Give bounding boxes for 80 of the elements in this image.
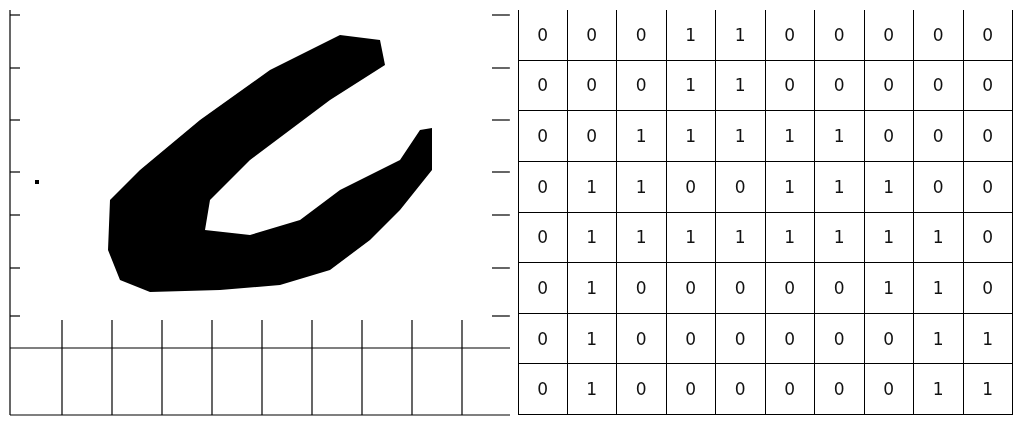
table-cell: 0 [815, 263, 865, 314]
table-cell: 0 [518, 212, 568, 264]
table-cell: 0 [963, 10, 1013, 61]
table-cell: 0 [963, 111, 1013, 162]
table-cell: 0 [914, 10, 964, 61]
table-cell: 0 [815, 60, 865, 112]
table-cell: 0 [864, 60, 914, 112]
table-cell: 1 [716, 212, 766, 264]
table-cell: 0 [765, 60, 815, 112]
table-cell: 1 [666, 111, 716, 162]
table-cell: 0 [716, 161, 766, 213]
table-cell: 1 [716, 60, 766, 112]
table-cell: 0 [518, 60, 568, 112]
table-cell: 0 [716, 313, 766, 365]
table-cell: 1 [567, 161, 617, 213]
table-cell: 1 [914, 364, 964, 415]
table-cell: 1 [666, 10, 716, 61]
table-cell: 0 [617, 10, 667, 61]
table-cell: 1 [666, 212, 716, 264]
table-cell: 1 [815, 161, 865, 213]
table-cell: 0 [518, 313, 568, 365]
table-cell: 1 [617, 212, 667, 264]
table-cell: 0 [864, 111, 914, 162]
table-cell: 1 [963, 364, 1013, 415]
table-cell: 0 [617, 364, 667, 415]
table-cell: 0 [567, 10, 617, 61]
table-cell: 0 [914, 60, 964, 112]
table-cell: 0 [567, 60, 617, 112]
table-cell: 1 [963, 313, 1013, 365]
table-cell: 1 [765, 111, 815, 162]
table-cell: 1 [716, 111, 766, 162]
table-cell: 0 [963, 212, 1013, 264]
table-cell: 1 [864, 263, 914, 314]
table-cell: 0 [765, 313, 815, 365]
table-cell: 0 [765, 263, 815, 314]
table-cell: 0 [518, 111, 568, 162]
table-cell: 0 [716, 364, 766, 415]
table-cell: 0 [518, 10, 568, 61]
table-cell: 1 [914, 212, 964, 264]
table-cell: 0 [864, 10, 914, 61]
table-cell: 1 [666, 60, 716, 112]
table-cell: 1 [716, 10, 766, 61]
table-cell: 0 [518, 364, 568, 415]
table-cell: 0 [864, 364, 914, 415]
table-cell: 0 [666, 161, 716, 213]
table-cell: 0 [765, 364, 815, 415]
table-cell: 1 [617, 111, 667, 162]
table-cell: 0 [567, 111, 617, 162]
table-cell: 1 [914, 263, 964, 314]
table-cell: 0 [963, 263, 1013, 314]
table-cell: 0 [617, 263, 667, 314]
table-cell: 0 [914, 111, 964, 162]
table-cell: 0 [815, 313, 865, 365]
table-cell: 0 [666, 263, 716, 314]
table-cell: 1 [567, 263, 617, 314]
table-cell: 0 [864, 313, 914, 365]
table-cell: 1 [567, 313, 617, 365]
table-cell: 0 [963, 60, 1013, 112]
table-cell: 0 [617, 60, 667, 112]
table-cell: 0 [914, 161, 964, 213]
table-cell: 0 [765, 10, 815, 61]
table-cell: 1 [765, 212, 815, 264]
table-cell: 1 [815, 111, 865, 162]
table-cell: 0 [518, 161, 568, 213]
table-cell: 0 [666, 364, 716, 415]
table-cell: 0 [963, 161, 1013, 213]
table-cell: 1 [914, 313, 964, 365]
table-cell: 1 [864, 212, 914, 264]
table-cell: 0 [518, 263, 568, 314]
table-cell: 1 [815, 212, 865, 264]
table-cell: 1 [617, 161, 667, 213]
table-cell: 1 [567, 364, 617, 415]
table-cell: 0 [617, 313, 667, 365]
table-cell: 0 [666, 313, 716, 365]
table-cell: 0 [815, 364, 865, 415]
table-cell: 1 [567, 212, 617, 264]
table-cell: 0 [716, 263, 766, 314]
table-cell: 1 [864, 161, 914, 213]
table-cell: 1 [765, 161, 815, 213]
table-cell: 0 [815, 10, 865, 61]
